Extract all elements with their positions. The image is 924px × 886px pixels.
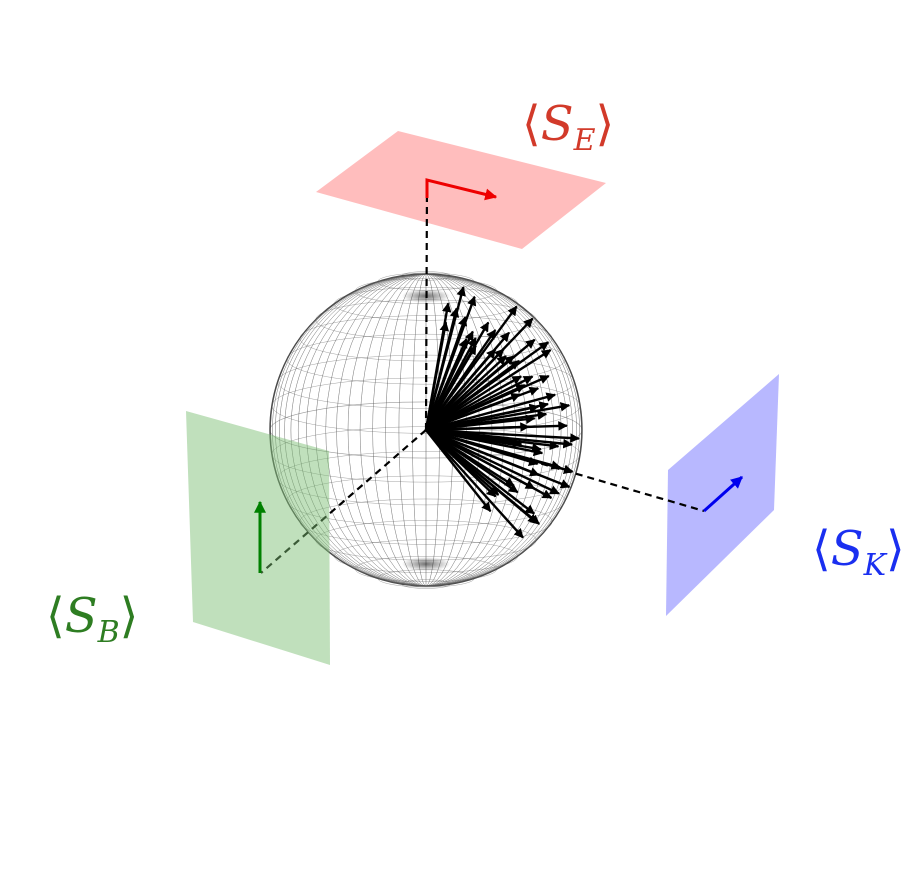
projection-line-b [260, 429, 427, 574]
label-s-b: ⟨SB⟩ [46, 588, 139, 650]
projection-arrow-k [702, 475, 744, 513]
spin-vector [425, 421, 568, 432]
plane-b [186, 411, 330, 665]
spin-vector [425, 429, 492, 513]
projection-line-e [424, 178, 429, 431]
spin-vector [424, 295, 477, 431]
spin-vector [425, 428, 553, 499]
projection-arrow-e [425, 178, 498, 201]
spin-vector [425, 386, 540, 432]
spin-vector [425, 348, 552, 432]
spin-vector [425, 341, 550, 431]
south-pole-shade [402, 557, 450, 571]
plane-e [316, 131, 606, 249]
spin-vector [425, 329, 497, 431]
spin-vectors [424, 286, 580, 539]
spin-vector [425, 338, 536, 431]
spin-vector [425, 414, 536, 432]
label-s-e: ⟨SE⟩ [522, 96, 615, 158]
spin-vector [425, 429, 524, 539]
spin-vector [425, 428, 544, 457]
label-s-k: ⟨SK⟩ [812, 521, 905, 583]
spin-vector [425, 428, 571, 489]
spin-vector [425, 428, 539, 466]
spin-vector [425, 317, 534, 431]
spin-vector [425, 428, 515, 487]
spin-vector [424, 286, 466, 431]
sphere-longitude [270, 273, 582, 587]
spin-vector [425, 392, 557, 432]
sphere-latitude [299, 498, 553, 545]
